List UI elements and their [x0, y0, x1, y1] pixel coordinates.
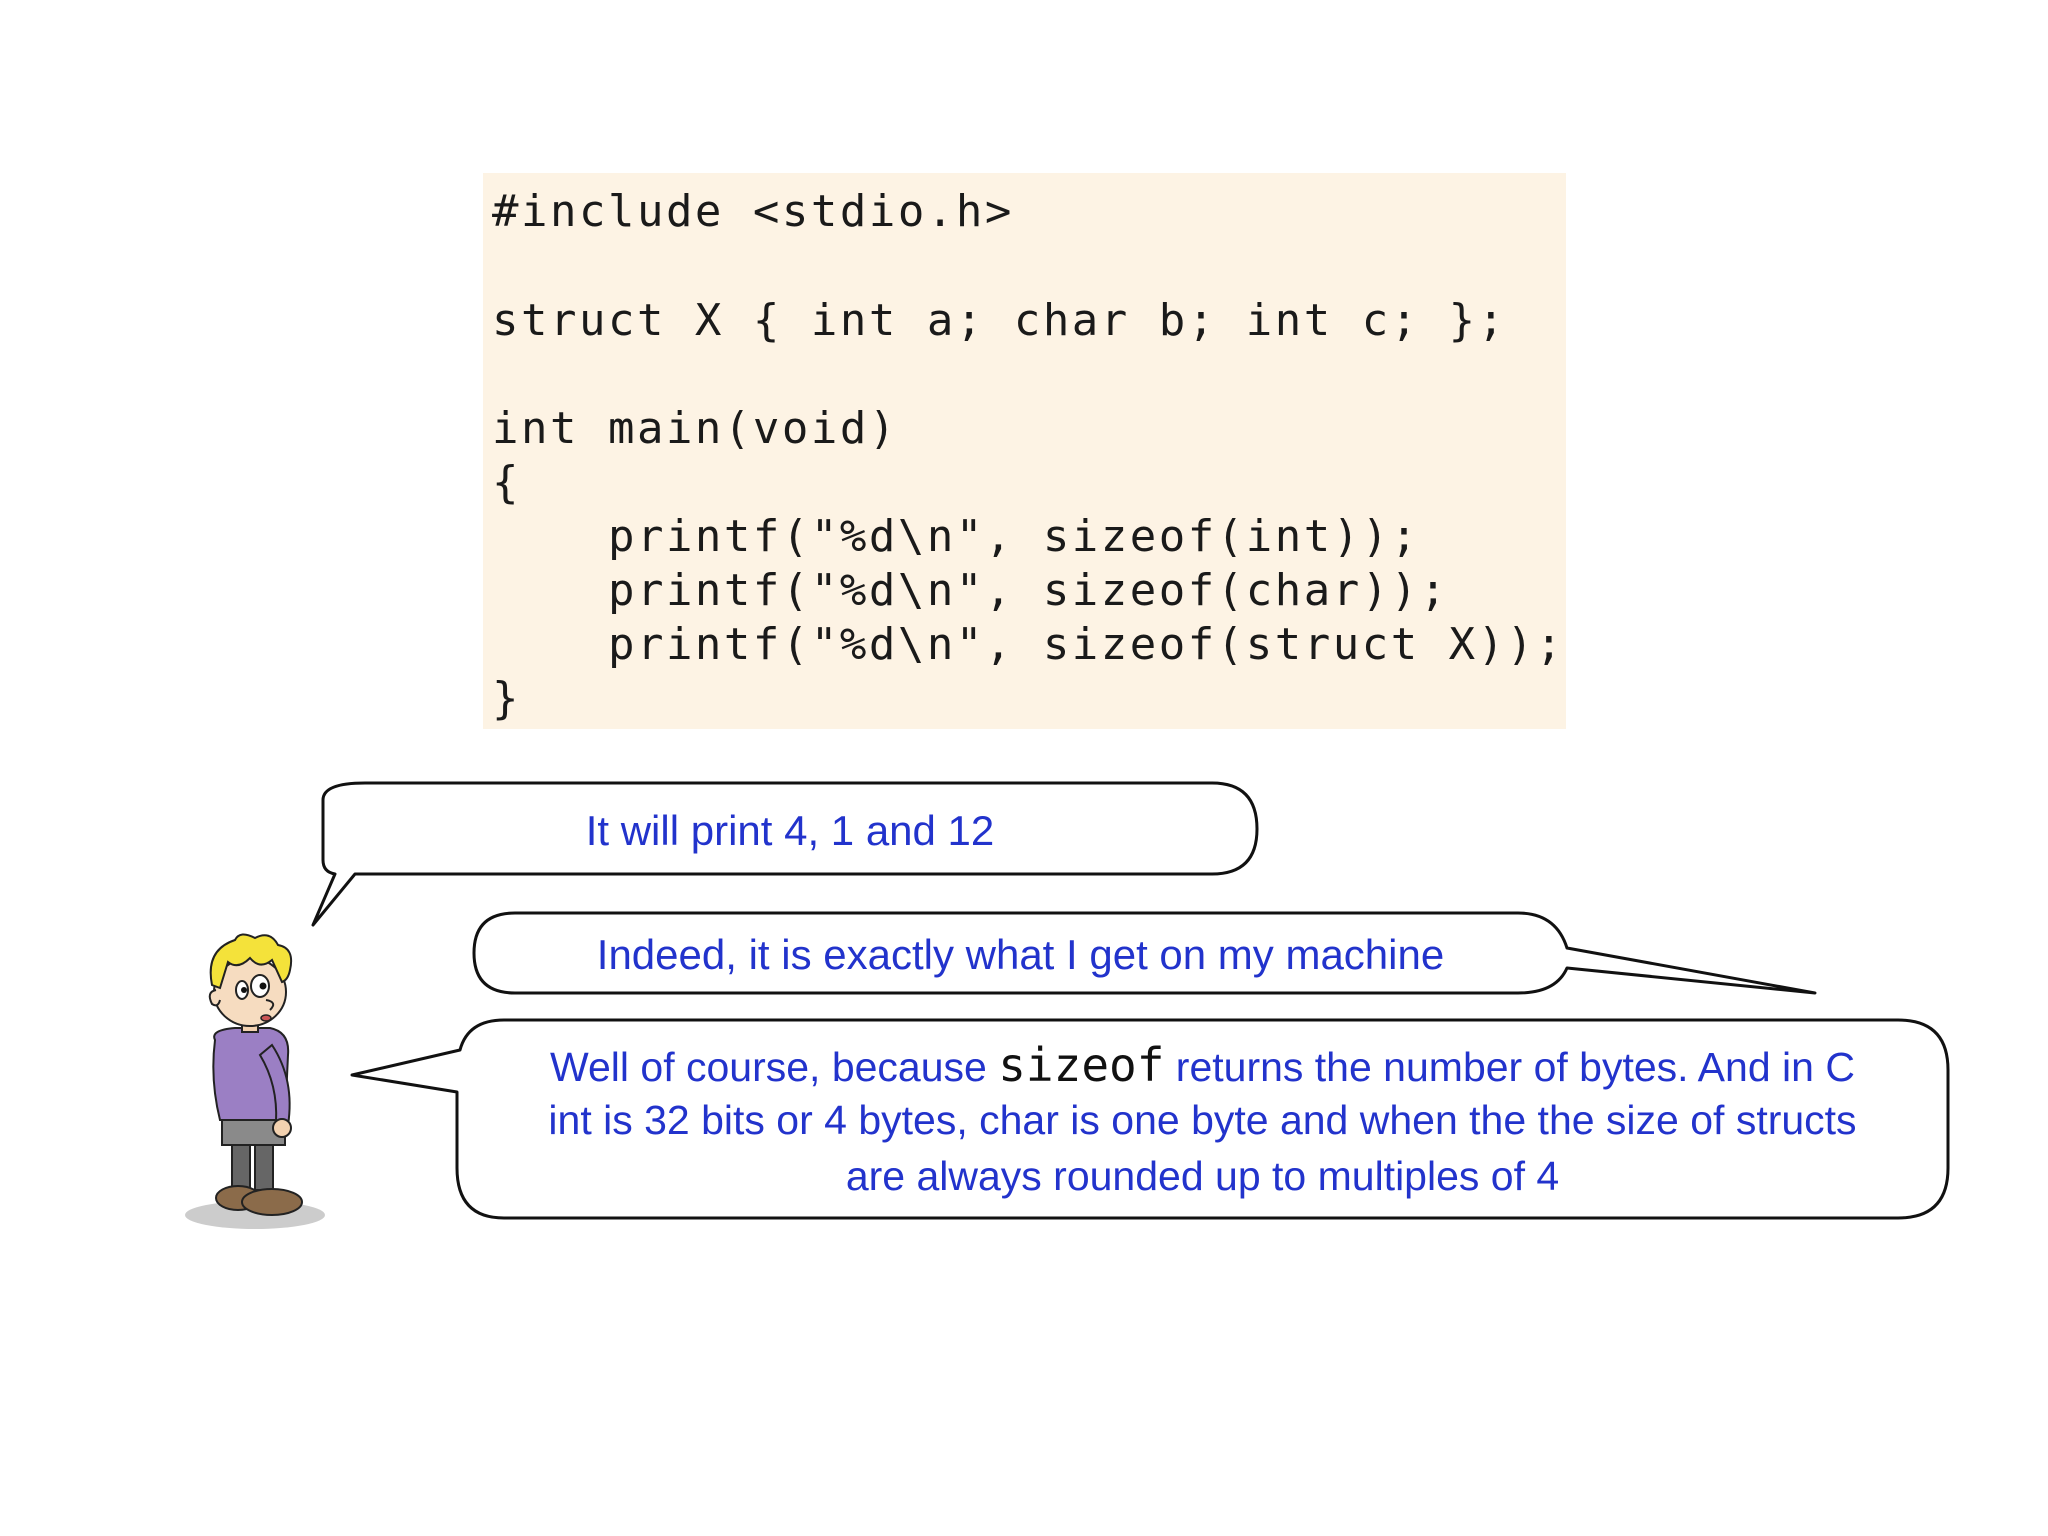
- code-line: struct X { int a; char b; int c; };: [492, 295, 1507, 346]
- code-line: int main(void): [492, 403, 898, 454]
- speech-bubble-3-line1: Well of course, because sizeof returns t…: [457, 1042, 1948, 1088]
- speech-bubble-3-line2: int is 32 bits or 4 bytes, char is one b…: [548, 1097, 1857, 1143]
- code-line: #include <stdio.h>: [492, 186, 1014, 237]
- code-line: }: [492, 673, 521, 724]
- cartoon-boy-icon: [185, 933, 325, 1229]
- speech-bubble-3-shape: [350, 1018, 1950, 1220]
- code-line: printf("%d\n", sizeof(char));: [492, 565, 1449, 616]
- code-line: printf("%d\n", sizeof(struct X));: [492, 619, 1565, 670]
- speech-bubble-2-shape: [472, 911, 1817, 995]
- code-block: #include <stdio.h> struct X { int a; cha…: [483, 173, 1566, 729]
- speech-bubble-1-text: It will print 4, 1 and 12: [585, 807, 995, 854]
- bubble-3-text-before: Well of course, because: [550, 1044, 999, 1090]
- sizeof-keyword: sizeof: [998, 1038, 1165, 1092]
- speech-bubble-2-text: Indeed, it is exactly what I get on my m…: [596, 931, 1445, 978]
- bubble-3-text-after: returns the number of bytes. And in C: [1164, 1044, 1855, 1090]
- speech-bubble-3-line3: are always rounded up to multiples of 4: [845, 1153, 1560, 1199]
- code-line: {: [492, 457, 521, 508]
- speech-bubble-1-shape: [311, 781, 1259, 927]
- code-line: printf("%d\n", sizeof(int));: [492, 511, 1420, 562]
